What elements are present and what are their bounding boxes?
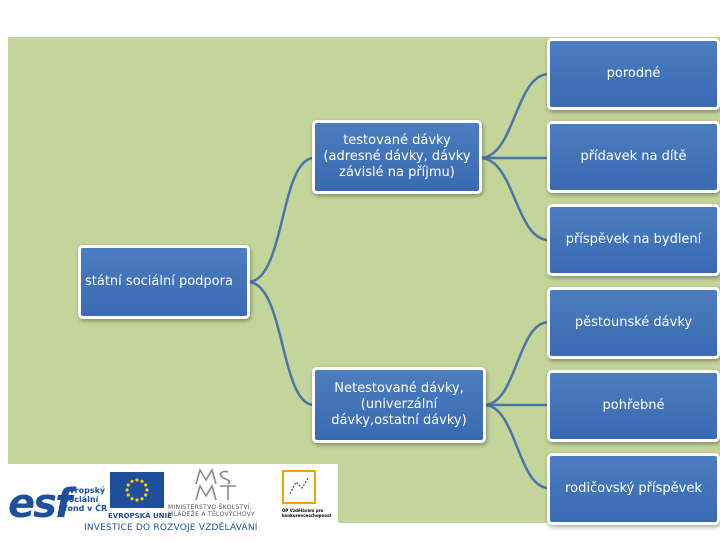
node-branch-tested: testované dávky (adresné dávky, dávky zá… [312, 120, 482, 194]
node-root: státní sociální podpora [78, 245, 250, 319]
node-leaf-bydleni: příspěvek na bydlení [547, 204, 720, 276]
node-leaf-pohrebne-label: pohřebné [602, 398, 665, 413]
node-leaf-porodne: porodné [547, 38, 720, 110]
footer-logo-strip [0, 464, 338, 540]
esf-logo: esf [8, 481, 72, 527]
connector-branch2-leaf6 [483, 403, 550, 490]
connector-branch1-leaf1 [479, 72, 550, 160]
node-leaf-rodicovsky: rodičovský příspěvek [547, 453, 720, 525]
node-leaf-pridavek: přídavek na dítě [547, 121, 720, 193]
op-logo-text: OP Vzdělávání pro konkurenceschopnost [282, 508, 332, 518]
eu-flag-icon [110, 472, 164, 508]
esf-logo-text: evropský sociální fond v ČR [64, 486, 108, 513]
msmt-logo-text: MINISTERSTVO ŠKOLSTVÍ, MLÁDEŽE A TĚLOVÝC… [168, 504, 256, 518]
node-leaf-pestounske: pěstounské dávky [547, 287, 720, 359]
msmt-logo-icon [192, 468, 240, 506]
node-branch-untested: Netestované dávky, (univerzální dávky,os… [312, 367, 486, 443]
node-leaf-pohrebne: pohřebné [547, 370, 720, 442]
op-logo-icon [282, 470, 316, 504]
connector-branch1-leaf3 [479, 156, 550, 242]
node-leaf-pridavek-label: přídavek na dítě [580, 149, 687, 164]
eu-logo-text: EVROPSKÁ UNIE [108, 512, 172, 520]
node-leaf-bydleni-label: příspěvek na bydlení [565, 232, 702, 247]
node-leaf-pestounske-label: pěstounské dávky [574, 315, 693, 330]
node-branch-untested-label: Netestované dávky, (univerzální dávky,os… [331, 381, 467, 428]
connector-root-branch1 [247, 156, 315, 284]
node-root-label: státní sociální podpora [85, 274, 233, 289]
connector-root-branch2 [247, 280, 315, 407]
connector-branch2-leaf4 [483, 320, 550, 407]
investice-slogan: INVESTICE DO ROZVOJE VZDĚLÁVÁNÍ [84, 523, 258, 533]
node-leaf-rodicovsky-label: rodičovský příspěvek [565, 481, 702, 496]
node-branch-tested-label: testované dávky (adresné dávky, dávky zá… [323, 133, 471, 180]
node-leaf-porodne-label: porodné [606, 66, 661, 81]
